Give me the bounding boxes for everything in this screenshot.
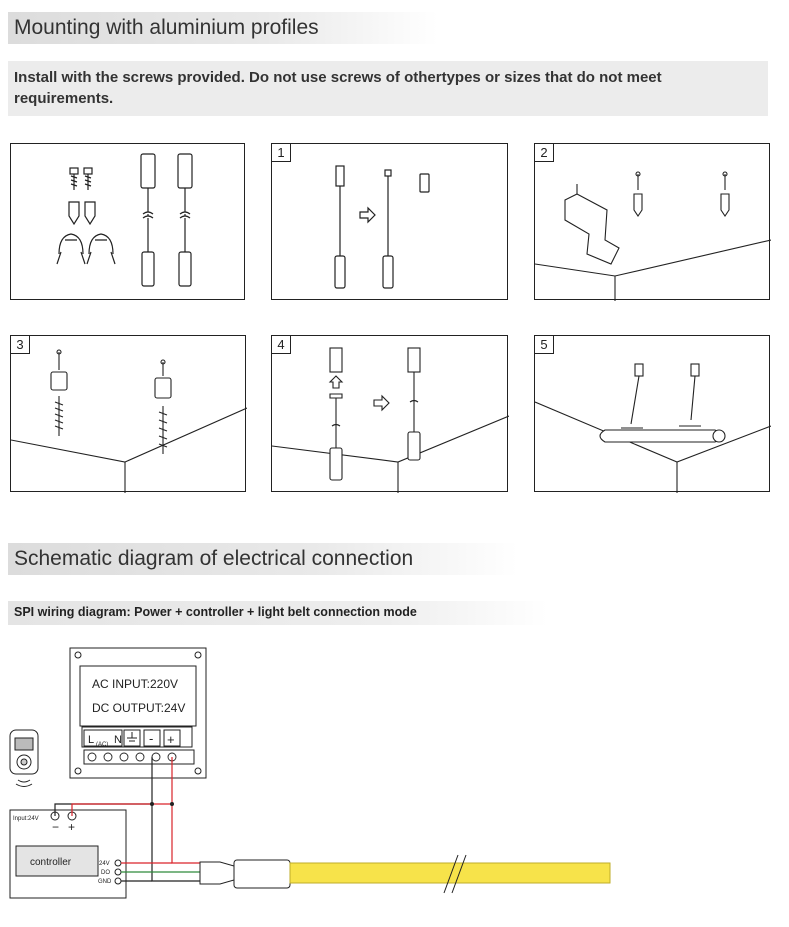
remote-icon (9, 729, 39, 787)
wiring-diagram: AC INPUT:220V DC OUTPUT:24V L N (AC) - +… (9, 647, 611, 899)
step-number: 1 (272, 144, 291, 162)
screw-icon (69, 167, 79, 190)
step-1-illustration (334, 165, 430, 289)
psu-term-minus: - (149, 731, 153, 746)
psu-term-plus: + (167, 732, 175, 747)
parts-illustration (56, 153, 193, 287)
clip-icon (56, 233, 86, 265)
section-header-electrical: Schematic diagram of electrical connecti… (8, 543, 518, 575)
psu-ac-input: AC INPUT:220V (92, 677, 178, 691)
break-mark (443, 854, 467, 894)
wiring-subtitle: SPI wiring diagram: Power + controller +… (14, 605, 417, 619)
step-number: 5 (535, 336, 554, 354)
step-number: 4 (272, 336, 291, 354)
step-number: 3 (11, 336, 30, 354)
psu-term-n: N (114, 734, 122, 746)
section-title: Mounting with aluminium profiles (14, 16, 319, 39)
arrow-right-icon (359, 206, 376, 224)
step-2-illustration (535, 171, 771, 301)
drill-icon (564, 184, 620, 265)
step-panel-3: 3 (10, 335, 247, 493)
wire-red-out (171, 804, 200, 864)
step-panel-5: 5 (534, 335, 771, 493)
profile-tube (599, 429, 721, 443)
controller-pin-gnd: GND (98, 879, 112, 885)
psu-screw-terminals (87, 752, 177, 762)
psu-term-ac: (AC) (96, 742, 108, 748)
psu-term-l: L (88, 734, 94, 746)
controller-box (9, 809, 127, 899)
step-5-illustration (535, 363, 771, 493)
install-note: Install with the screws provided. Do not… (8, 61, 768, 116)
step-3-illustration (11, 349, 247, 493)
install-note-text: Install with the screws provided. Do not… (14, 69, 662, 107)
controller-input-label: Input:24V (13, 816, 39, 822)
wire-black-out (151, 804, 200, 882)
section-header-mounting: Mounting with aluminium profiles (8, 12, 438, 44)
section-title: Schematic diagram of electrical connecti… (14, 547, 414, 570)
ground-icon (127, 732, 137, 742)
anchor-icon (68, 201, 80, 226)
wire-red-psu (71, 757, 173, 816)
controller-label: controller (30, 857, 72, 868)
step-panel-2: 2 (534, 143, 771, 301)
wiring-subtitle-bar: SPI wiring diagram: Power + controller +… (8, 601, 548, 625)
controller-pin-do: DO (101, 870, 110, 876)
controller-pin-24v: 24V (99, 861, 110, 867)
arrow-right-icon (373, 394, 390, 412)
anchor-icon (84, 201, 96, 226)
parts-panel (10, 143, 245, 300)
arrow-up-icon (328, 375, 344, 389)
step-panel-1: 1 (271, 143, 508, 300)
step-panel-4: 4 (271, 335, 509, 493)
controller-minus: − (52, 820, 59, 834)
strip-connector (199, 859, 291, 889)
clip-icon (86, 233, 116, 265)
wires (54, 757, 200, 882)
screw-icon (83, 167, 93, 190)
led-strip (289, 862, 611, 884)
step-4-illustration (272, 347, 509, 493)
step-number: 2 (535, 144, 554, 162)
controller-plus: + (68, 820, 75, 834)
psu-dc-output: DC OUTPUT:24V (92, 701, 185, 715)
